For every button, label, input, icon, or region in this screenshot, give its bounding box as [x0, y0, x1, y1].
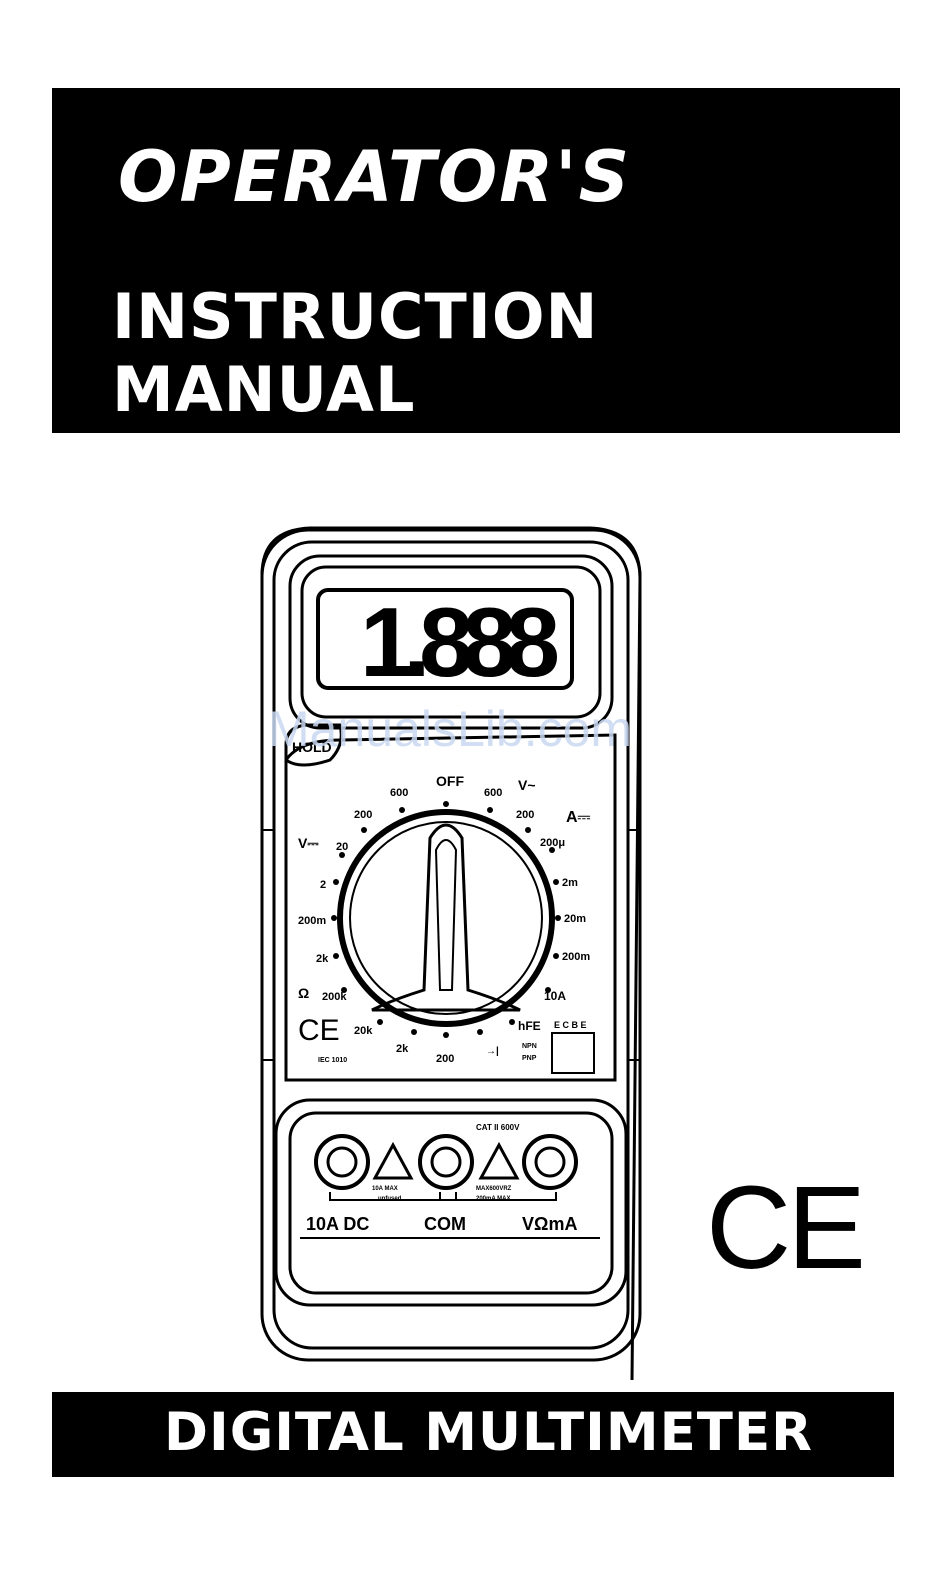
max-10a: 10A MAX	[372, 1186, 398, 1192]
dial-ohm: Ω	[298, 985, 309, 1001]
cat-rating: CAT II 600V	[476, 1123, 520, 1132]
dial-vdc: V⎓	[298, 835, 319, 851]
jack-10a	[316, 1136, 368, 1188]
warning-icon-right	[481, 1145, 517, 1178]
jack-label-com: COM	[424, 1214, 466, 1234]
ohm-range: 200	[436, 1053, 454, 1065]
vdc-range: 2	[320, 879, 326, 891]
amp-range: 20m	[564, 913, 586, 925]
ohm-range: 20k	[354, 1025, 373, 1037]
vac-range: 600	[484, 787, 502, 799]
diode-symbol: →|	[486, 1046, 499, 1057]
hfe-label: hFE	[518, 1019, 541, 1033]
dial-adc: A⎓	[566, 809, 591, 826]
rotary-dial	[340, 812, 552, 1024]
max-ma: 200mA MAX	[476, 1196, 510, 1202]
amp-range: 2m	[562, 877, 578, 889]
ce-mark: CE	[706, 1160, 862, 1296]
amp-range: 10A	[544, 989, 566, 1003]
vdc-range: 200	[354, 809, 372, 821]
hfe-pins: E C B E	[554, 1020, 587, 1030]
jack-label-10a: 10A DC	[306, 1214, 369, 1234]
iec-label: IEC 1010	[318, 1057, 347, 1064]
product-banner: DIGITAL MULTIMETER	[52, 1392, 894, 1477]
dial-vac: V~	[518, 777, 536, 793]
amp-range: 200μ	[540, 837, 565, 849]
ohm-range: 200k	[322, 991, 347, 1003]
dial-pointer	[372, 825, 520, 1010]
ohm-range: 2k	[396, 1043, 409, 1055]
product-name: DIGITAL MULTIMETER	[164, 1402, 813, 1463]
vdc-range: 200m	[298, 915, 326, 927]
pnp-label: PNP	[522, 1055, 537, 1062]
vdc-range: 20	[336, 841, 348, 853]
amp-range: 200m	[562, 951, 590, 963]
jack-panel	[276, 1100, 626, 1305]
unfused-label: unfused	[378, 1196, 402, 1202]
npn-label: NPN	[522, 1043, 537, 1050]
jack-com	[420, 1136, 472, 1188]
vac-range: 200	[516, 809, 534, 821]
lcd-digits: 1.888	[360, 587, 560, 697]
jack-label-vohm: VΩmA	[522, 1214, 577, 1234]
ohm-range: 2k	[316, 953, 329, 965]
ce-mark-small: CE	[298, 1014, 340, 1047]
warning-icon-left	[375, 1145, 411, 1178]
jack-vohm	[524, 1136, 576, 1188]
watermark: ManualsLib.com	[268, 700, 632, 758]
max-voltage: MAX600VRZ	[476, 1186, 512, 1192]
vac-range: 600	[390, 787, 408, 799]
hfe-socket	[552, 1033, 594, 1073]
dial-off: OFF	[436, 773, 464, 789]
